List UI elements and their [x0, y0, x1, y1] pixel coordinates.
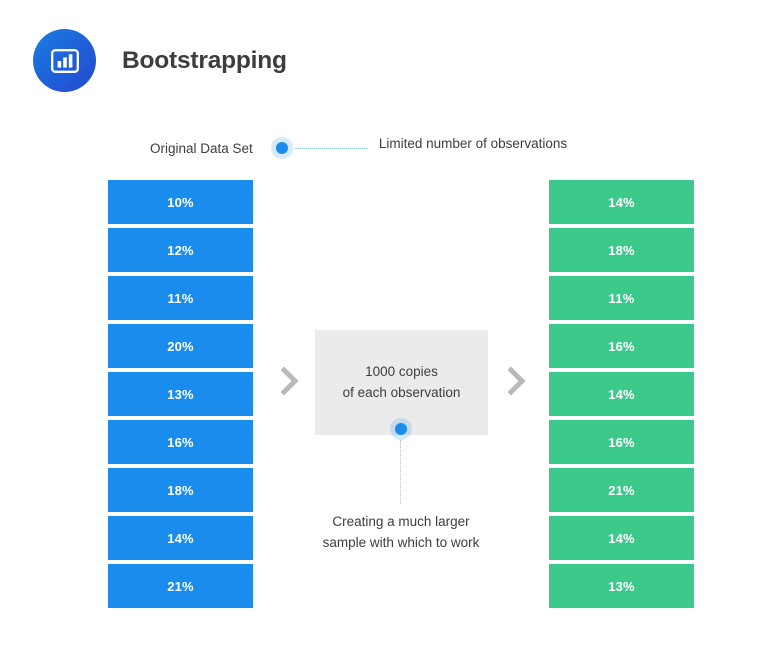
bar-row: 12%	[108, 228, 253, 272]
dot-core	[395, 423, 407, 435]
bar-row: 14%	[549, 516, 694, 560]
bar-row: 14%	[549, 372, 694, 416]
bar-row: 10%	[108, 180, 253, 224]
bar-value: 11%	[608, 290, 635, 306]
bar-row: 18%	[108, 468, 253, 512]
bar-value: 14%	[608, 530, 635, 546]
bar-row: 21%	[108, 564, 253, 608]
bar-row: 18%	[549, 228, 694, 272]
connector-line-horizontal	[294, 148, 367, 150]
bar-row: 14%	[108, 516, 253, 560]
bar-row: 13%	[108, 372, 253, 416]
original-data-set-label: Original Data Set	[150, 141, 253, 156]
bar-value: 14%	[167, 530, 194, 546]
copies-box-text: 1000 copies of each observation	[342, 363, 461, 400]
bar-value: 18%	[608, 242, 635, 258]
bar-row: 11%	[108, 276, 253, 320]
bar-value: 13%	[167, 386, 194, 402]
bar-value: 20%	[167, 338, 194, 354]
bar-value: 16%	[608, 434, 635, 450]
bar-row: 16%	[549, 420, 694, 464]
dot-core	[275, 142, 288, 154]
bar-row: 14%	[549, 180, 694, 224]
blue-dot-marker-top	[270, 137, 293, 159]
bar-value: 21%	[167, 578, 194, 594]
bar-row: 11%	[549, 276, 694, 320]
bar-value: 12%	[167, 242, 194, 258]
limited-observations-text: Limited number of observations	[378, 136, 568, 151]
bar-value: 16%	[608, 338, 635, 354]
original-data-set-callout: Original Data Set Limited number of obse…	[150, 136, 567, 162]
connector-line-vertical	[400, 440, 402, 504]
bar-value: 16%	[167, 434, 194, 450]
original-data-bars: 10% 12% 11% 20% 13% 16% 18% 14% 21%	[108, 180, 253, 612]
bar-value: 10%	[167, 194, 194, 210]
bar-value: 11%	[167, 290, 194, 306]
bar-value: 14%	[608, 386, 635, 402]
bar-value: 21%	[608, 482, 635, 498]
copies-box: 1000 copies of each observation	[315, 330, 488, 435]
bar-row: 21%	[549, 468, 694, 512]
chevron-right-icon-left	[281, 366, 299, 396]
page-header: Bootstrapping	[33, 29, 287, 92]
bootstrap-sample-bars: 14% 18% 11% 16% 14% 16% 21% 14% 13%	[549, 180, 694, 612]
bar-row: 13%	[549, 564, 694, 608]
bar-row: 20%	[108, 324, 253, 368]
bar-value: 13%	[608, 578, 635, 594]
larger-sample-text: Creating a much larger sample with which…	[322, 514, 480, 550]
chevron-right-icon-right	[508, 366, 526, 396]
bar-row: 16%	[549, 324, 694, 368]
bar-row: 16%	[108, 420, 253, 464]
bar-chart-icon	[33, 29, 96, 92]
bar-value: 14%	[608, 194, 635, 210]
page-title: Bootstrapping	[122, 46, 287, 74]
blue-dot-marker-bottom	[390, 418, 412, 440]
bar-value: 18%	[167, 482, 194, 498]
